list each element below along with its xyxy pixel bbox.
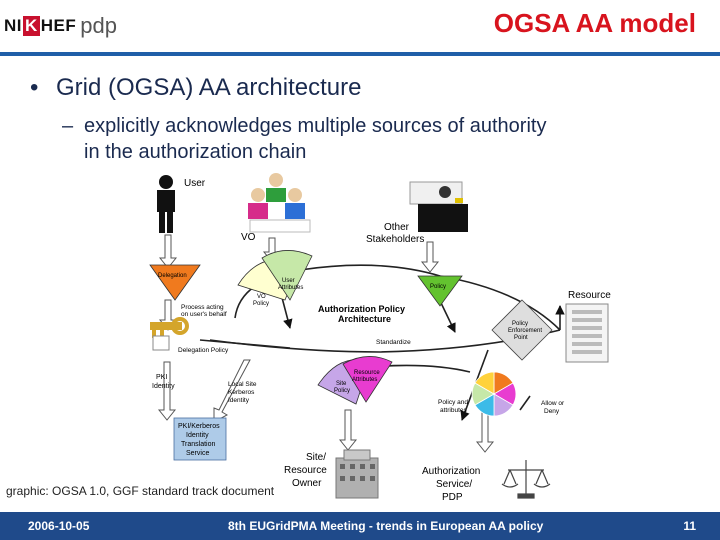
allow-deny-label-1: Allow or xyxy=(541,400,565,407)
pdp-logo: pdp xyxy=(80,13,117,38)
title-rule xyxy=(0,52,720,56)
user-attributes-shape xyxy=(261,250,313,301)
pdp-pie-icon xyxy=(471,371,517,417)
local-site-label-3: Identity xyxy=(228,397,250,404)
pki-label-2: Identity xyxy=(152,383,175,390)
site-policy-label-2: Policy xyxy=(334,388,350,394)
delegation-shape xyxy=(149,264,201,301)
stakeholders-icon xyxy=(409,181,468,232)
kerberos-label-3: Translation xyxy=(181,441,215,448)
process-label-1: Process acting xyxy=(181,304,224,311)
aa-architecture-label-1: Authorization Policy xyxy=(318,304,405,314)
standardize-label: Standardize xyxy=(376,339,411,346)
resource-label: Resource xyxy=(568,290,611,301)
delegation-label: Delegation xyxy=(158,273,187,279)
authz-service-label-1: Authorization xyxy=(422,466,480,477)
user-label: User xyxy=(184,178,206,189)
authz-service-label-3: PDP xyxy=(442,492,463,500)
policy-attributes-label-2: attributes xyxy=(440,407,467,414)
authz-service-label-2: Service/ xyxy=(436,479,472,490)
vo-policy-label-2: Policy xyxy=(253,301,269,307)
footer-bar: 2006-10-05 8th EUGridPMA Meeting - trend… xyxy=(0,512,720,540)
pep-label-1: Policy xyxy=(512,321,528,327)
vo-group-icon xyxy=(248,173,311,233)
site-policy-label-1: Site xyxy=(336,381,347,387)
sub-bullet-line-2: in the authorization chain xyxy=(84,141,307,163)
policy-attributes-label-1: Policy and xyxy=(438,399,468,406)
kerberos-label-2: Identity xyxy=(186,432,209,439)
sub-bullet-line-1: explicitly acknowledges multiple sources… xyxy=(84,115,547,137)
scales-icon xyxy=(501,460,551,499)
policy-shape xyxy=(417,275,463,307)
graphic-caption: graphic: OGSA 1.0, GGF standard track do… xyxy=(6,484,275,498)
user-icon xyxy=(157,175,175,233)
pep-label-2: Enforcement xyxy=(508,328,542,334)
sub-bullet-dash: – xyxy=(62,115,74,137)
site-owner-label-3: Owner xyxy=(292,478,322,489)
site-owner-label-1: Site/ xyxy=(306,452,326,463)
pep-shape xyxy=(491,299,553,361)
key-icon xyxy=(150,317,189,351)
pep-label-3: Point xyxy=(514,335,528,341)
other-label: Other xyxy=(384,222,410,233)
allow-deny-label-2: Deny xyxy=(544,408,560,415)
user-attributes-label-2: Attributes xyxy=(278,285,303,291)
vo-policy-label-1: VO xyxy=(257,294,266,300)
identity-translation-box xyxy=(173,417,227,461)
bullet-text: Grid (OGSA) AA architecture xyxy=(56,74,362,101)
local-site-label-2: Kerberos xyxy=(228,389,255,396)
footer-date: 2006-10-05 xyxy=(28,519,90,533)
bullet-dot: • xyxy=(30,74,39,101)
process-label-2: on user's behalf xyxy=(181,311,227,318)
footer-page-number: 11 xyxy=(683,519,696,533)
resource-attributes-label-1: Resource xyxy=(354,370,380,376)
stakeholders-label: Stakeholders xyxy=(366,234,424,245)
resource-attributes-label-2: Attributes xyxy=(352,377,377,383)
slide-title: OGSA AA model xyxy=(493,8,696,38)
ogsa-aa-diagram: User VO Other Stakeholders Delegation Us… xyxy=(149,173,611,500)
vo-label: VO xyxy=(241,232,256,243)
kerberos-label-1: PKI/Kerberos xyxy=(178,423,220,430)
resource-attributes-shape xyxy=(342,356,393,403)
site-owner-label-2: Resource xyxy=(284,465,327,476)
local-site-label-1: Local Site xyxy=(228,381,257,388)
delegation-policy-label: Delegation Policy xyxy=(178,347,229,354)
pki-label-1: PKI xyxy=(156,374,167,381)
aa-architecture-label-2: Architecture xyxy=(338,314,391,324)
resource-server-icon xyxy=(565,303,609,363)
footer-meeting: 8th EUGridPMA Meeting - trends in Europe… xyxy=(228,519,544,533)
kerberos-label-4: Service xyxy=(186,450,209,457)
policy-label: Policy xyxy=(430,284,446,290)
building-icon xyxy=(335,449,379,499)
user-attributes-label-1: User xyxy=(282,278,295,284)
